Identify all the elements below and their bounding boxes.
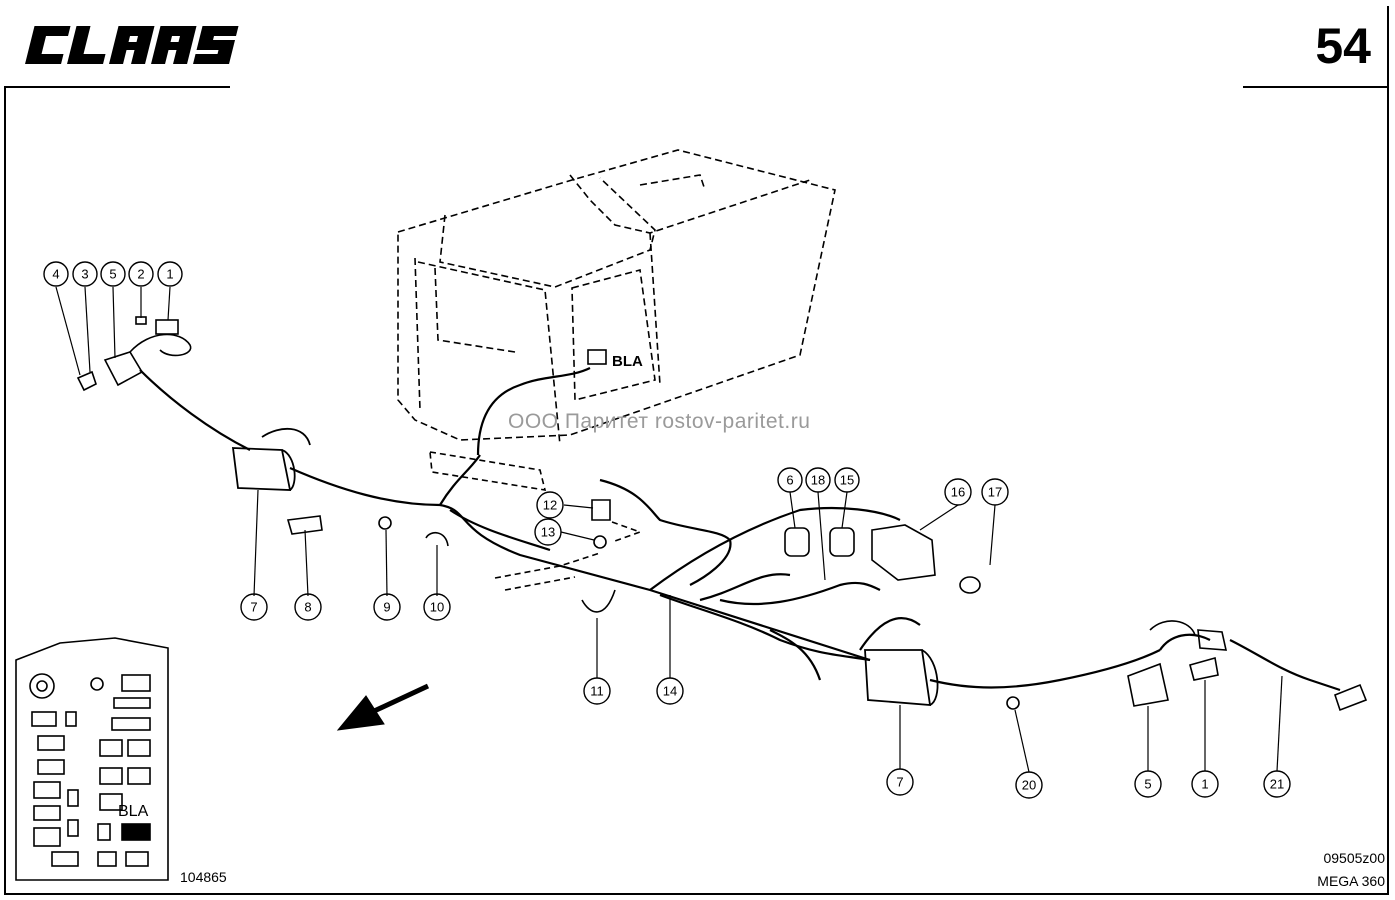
callout-label: 3 [81, 267, 88, 282]
callout-circle [1134, 770, 1162, 798]
direction-arrow-icon [336, 683, 430, 731]
model-name: MEGA 360 [1317, 873, 1385, 889]
cable-harness [139, 367, 1341, 692]
work-lamp-right [864, 649, 939, 706]
callout-label: 5 [109, 267, 116, 282]
callout-circle [128, 261, 154, 287]
callout-circle [43, 261, 69, 287]
callout-label: 9 [383, 600, 390, 615]
callout-label: 20 [1022, 778, 1036, 793]
callout-circle [294, 593, 322, 621]
page-number: 54 [1315, 18, 1371, 74]
frame-bottom [4, 893, 1389, 895]
claas-logo [25, 26, 239, 64]
callout-label: 6 [786, 473, 793, 488]
callout-circle [583, 677, 611, 705]
callout-markers [43, 261, 1291, 799]
callout-label: 21 [1270, 777, 1284, 792]
callout-circle [656, 677, 684, 705]
callout-circle [805, 467, 831, 493]
frame-left [4, 86, 6, 894]
right-lamp-group [1127, 620, 1368, 712]
drawing-number: 09505z00 [1323, 850, 1385, 866]
callout-label: 8 [304, 600, 311, 615]
callout-label: 4 [52, 267, 59, 282]
fuse-panel-inset [15, 637, 169, 881]
callout-label: 18 [811, 473, 825, 488]
callout-label: 1 [1201, 777, 1208, 792]
watermark-text: ООО Паритет rostov-paritet.ru [508, 410, 811, 433]
callout-circle [777, 467, 803, 493]
frame-right [1387, 6, 1389, 894]
small-components [286, 349, 1020, 710]
callout-label: 5 [1144, 777, 1151, 792]
callout-circle [536, 491, 564, 519]
callout-label: 1 [166, 267, 173, 282]
header-rule-left [4, 86, 230, 88]
callout-circle [834, 467, 860, 493]
callout-label: 15 [840, 473, 854, 488]
callout-labels: 4 3 5 2 1 7 8 9 10 12 13 11 14 6 18 15 1… [52, 267, 1284, 793]
leader-lines [55, 286, 1283, 773]
callout-label: 14 [663, 684, 677, 699]
callout-label: 17 [988, 485, 1002, 500]
callout-label: 10 [430, 600, 444, 615]
callout-circle [981, 478, 1009, 506]
left-lamp-group [76, 316, 192, 392]
callout-circle [1015, 771, 1043, 799]
callout-label: 11 [590, 684, 604, 699]
callout-circle [1263, 770, 1291, 798]
dashed-bracket [429, 451, 643, 591]
callout-circle [72, 261, 98, 287]
callout-circle [373, 593, 401, 621]
callout-label: 16 [951, 485, 965, 500]
callout-circle [944, 478, 972, 506]
callout-circle [240, 593, 268, 621]
callout-label: 2 [137, 267, 144, 282]
callout-circle [423, 593, 451, 621]
callout-label: 7 [250, 600, 257, 615]
callout-circle [534, 518, 562, 546]
header-rule-right [1243, 86, 1389, 88]
bla-label-panel: BLA [118, 803, 149, 820]
callout-circle [100, 261, 126, 287]
callout-circle [886, 768, 914, 796]
work-lamp-left [231, 427, 311, 491]
callout-circle [1191, 770, 1219, 798]
callout-circle [157, 261, 183, 287]
bla-label-harness: BLA [612, 353, 643, 370]
cab-outline [397, 149, 836, 446]
reference-number: 104865 [180, 869, 227, 885]
callout-label: 12 [543, 498, 557, 513]
callout-label: 7 [896, 775, 903, 790]
callout-label: 13 [541, 525, 555, 540]
